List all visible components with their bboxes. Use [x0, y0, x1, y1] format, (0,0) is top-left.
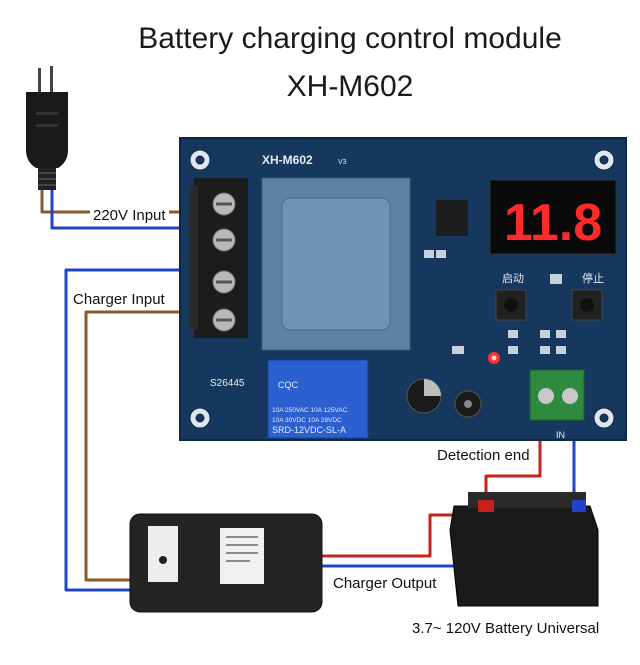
start-label: 启动 — [502, 272, 524, 285]
board-model-label: XH-M602 — [262, 153, 313, 167]
ic-chip-icon — [436, 200, 468, 236]
power-plug-icon — [26, 66, 68, 190]
input-terminal-icon: IN — [529, 369, 585, 440]
board-serial-label: S26445 — [210, 378, 245, 389]
battery-icon — [449, 492, 599, 607]
capacitor-icon — [406, 378, 482, 418]
wire-charger-input-blue — [64, 268, 215, 592]
stop-button-icon — [571, 289, 603, 321]
charger-icon — [129, 513, 323, 613]
display-reading: 11.8 — [504, 194, 602, 252]
wire-220v-blue — [50, 190, 215, 230]
label-charger-output: Charger Output — [330, 574, 440, 593]
seven-segment-display-icon: 11.8 — [489, 179, 617, 255]
start-button-icon — [495, 289, 527, 321]
label-detection-end: Detection end — [434, 446, 533, 465]
relay-model: SRD-12VDC-SL-A — [272, 425, 346, 435]
label-battery: 3.7~ 120V Battery Universal — [412, 620, 600, 637]
relay-brand: CQC — [278, 380, 299, 390]
stop-label: 停止 — [582, 271, 604, 285]
relay-icon: CQC 10A 250VAC 10A 125VAC 10A 30VDC 10A … — [267, 359, 369, 439]
board-version-label: V3 — [338, 159, 347, 166]
xh-m602-board: XH-M602 V3 S26445 — [179, 137, 627, 441]
relay-rating-1: 10A 250VAC 10A 125VAC — [272, 407, 348, 414]
diagram-title: Battery charging control module — [138, 22, 562, 55]
transformer-icon — [261, 177, 411, 351]
wire-charger-input-brown — [84, 310, 215, 582]
label-220v-input: 220V Input — [90, 206, 169, 225]
diagram-subtitle: XH-M602 — [286, 70, 414, 103]
smd-components-icon — [424, 250, 566, 354]
relay-rating-2: 10A 30VDC 10A 28VDC — [272, 417, 342, 424]
input-terminal-label: IN — [556, 430, 565, 440]
mounting-hole-icon — [189, 149, 615, 429]
label-charger-input: Charger Input — [70, 290, 168, 309]
screw-terminal-icon — [190, 178, 248, 338]
